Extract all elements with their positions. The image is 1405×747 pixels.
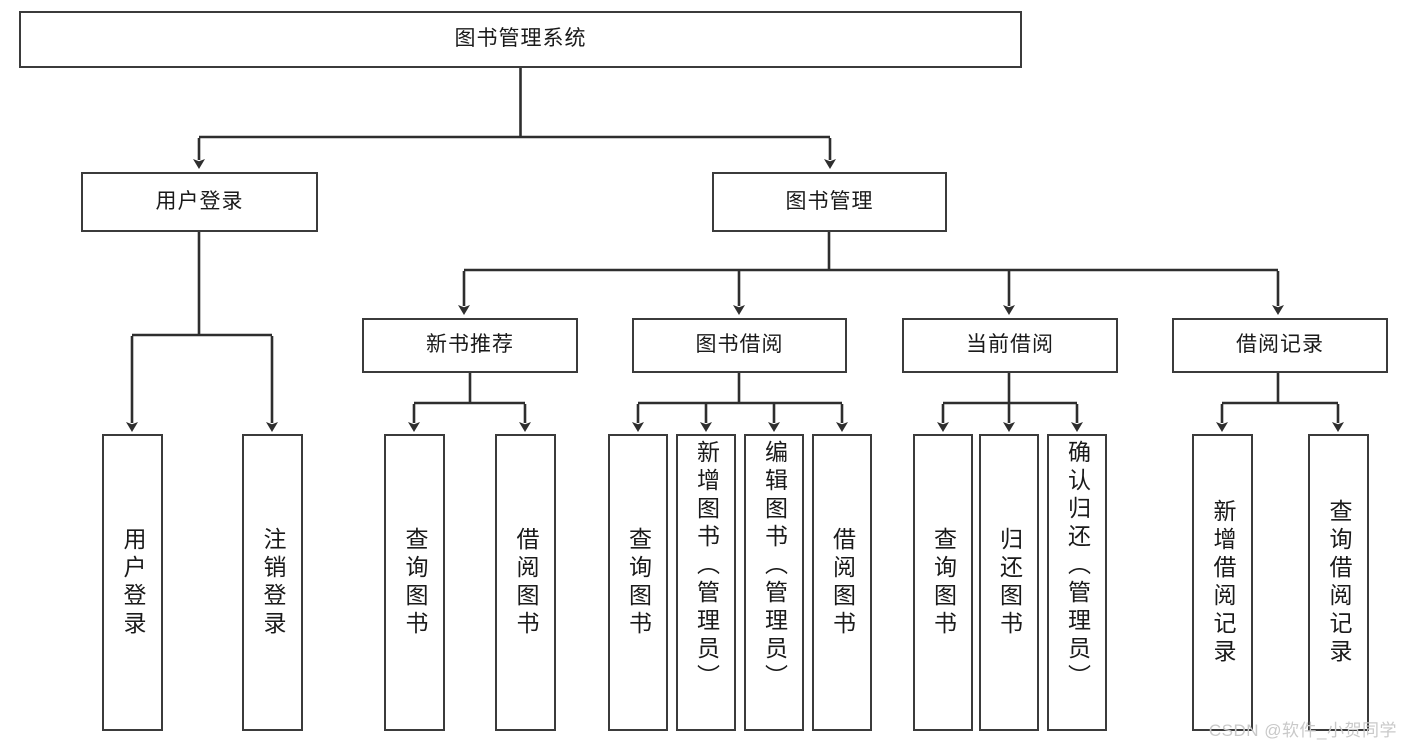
leaf-label: 用户登录 [120,526,146,639]
leaf-borrow-record-query-record[interactable]: 查询借阅记录 [1308,434,1369,731]
node-new-book-recommend[interactable]: 新书推荐 [362,318,578,373]
node-label: 新书推荐 [426,333,514,357]
leaf-current-borrow-query-book[interactable]: 查询图书 [913,434,973,731]
leaf-label: 归还图书 [996,526,1023,639]
node-label: 图书管理系统 [454,27,587,51]
leaf-label: 查询图书 [402,526,428,639]
leaf-user-login-logout[interactable]: 注销登录 [242,434,303,731]
node-label: 图书管理 [785,189,874,213]
leaf-book-borrow-edit-book-admin[interactable]: 编辑图书（管理员） [744,434,804,731]
leaf-label: 编辑图书（管理员） [761,440,788,692]
leaf-book-borrow-borrow-book[interactable]: 借阅图书 [812,434,872,731]
leaf-new-book-borrow-book[interactable]: 借阅图书 [495,434,556,731]
leaf-label: 新增图书（管理员） [693,440,720,692]
leaf-book-borrow-query-book[interactable]: 查询图书 [608,434,668,731]
node-label: 当前借阅 [966,333,1054,357]
leaf-label: 查询借阅记录 [1326,498,1352,667]
node-book-management[interactable]: 图书管理 [712,172,947,232]
leaf-current-borrow-return-book[interactable]: 归还图书 [979,434,1039,731]
node-root-book-management-system[interactable]: 图书管理系统 [19,11,1022,68]
node-label: 用户登录 [155,189,244,213]
leaf-label: 查询图书 [625,526,652,639]
node-borrow-record[interactable]: 借阅记录 [1172,318,1388,373]
watermark: CSDN @软件_小贺同学 [1208,721,1397,740]
leaf-label: 新增借阅记录 [1210,498,1236,667]
leaf-borrow-record-add-record[interactable]: 新增借阅记录 [1192,434,1253,731]
node-book-borrow[interactable]: 图书借阅 [632,318,847,373]
leaf-label: 注销登录 [260,526,286,639]
leaf-current-borrow-confirm-return-admin[interactable]: 确认归还（管理员） [1047,434,1107,731]
node-label: 借阅记录 [1236,333,1324,357]
leaf-book-borrow-add-book-admin[interactable]: 新增图书（管理员） [676,434,736,731]
leaf-label: 确认归还（管理员） [1064,440,1091,692]
leaf-label: 借阅图书 [513,526,539,639]
leaf-new-book-query-book[interactable]: 查询图书 [384,434,445,731]
node-label: 图书借阅 [695,333,784,357]
leaf-user-login-do-login[interactable]: 用户登录 [102,434,163,731]
leaf-label: 查询图书 [930,526,957,639]
leaf-label: 借阅图书 [829,526,856,639]
node-current-borrow[interactable]: 当前借阅 [902,318,1118,373]
node-user-login[interactable]: 用户登录 [81,172,318,232]
